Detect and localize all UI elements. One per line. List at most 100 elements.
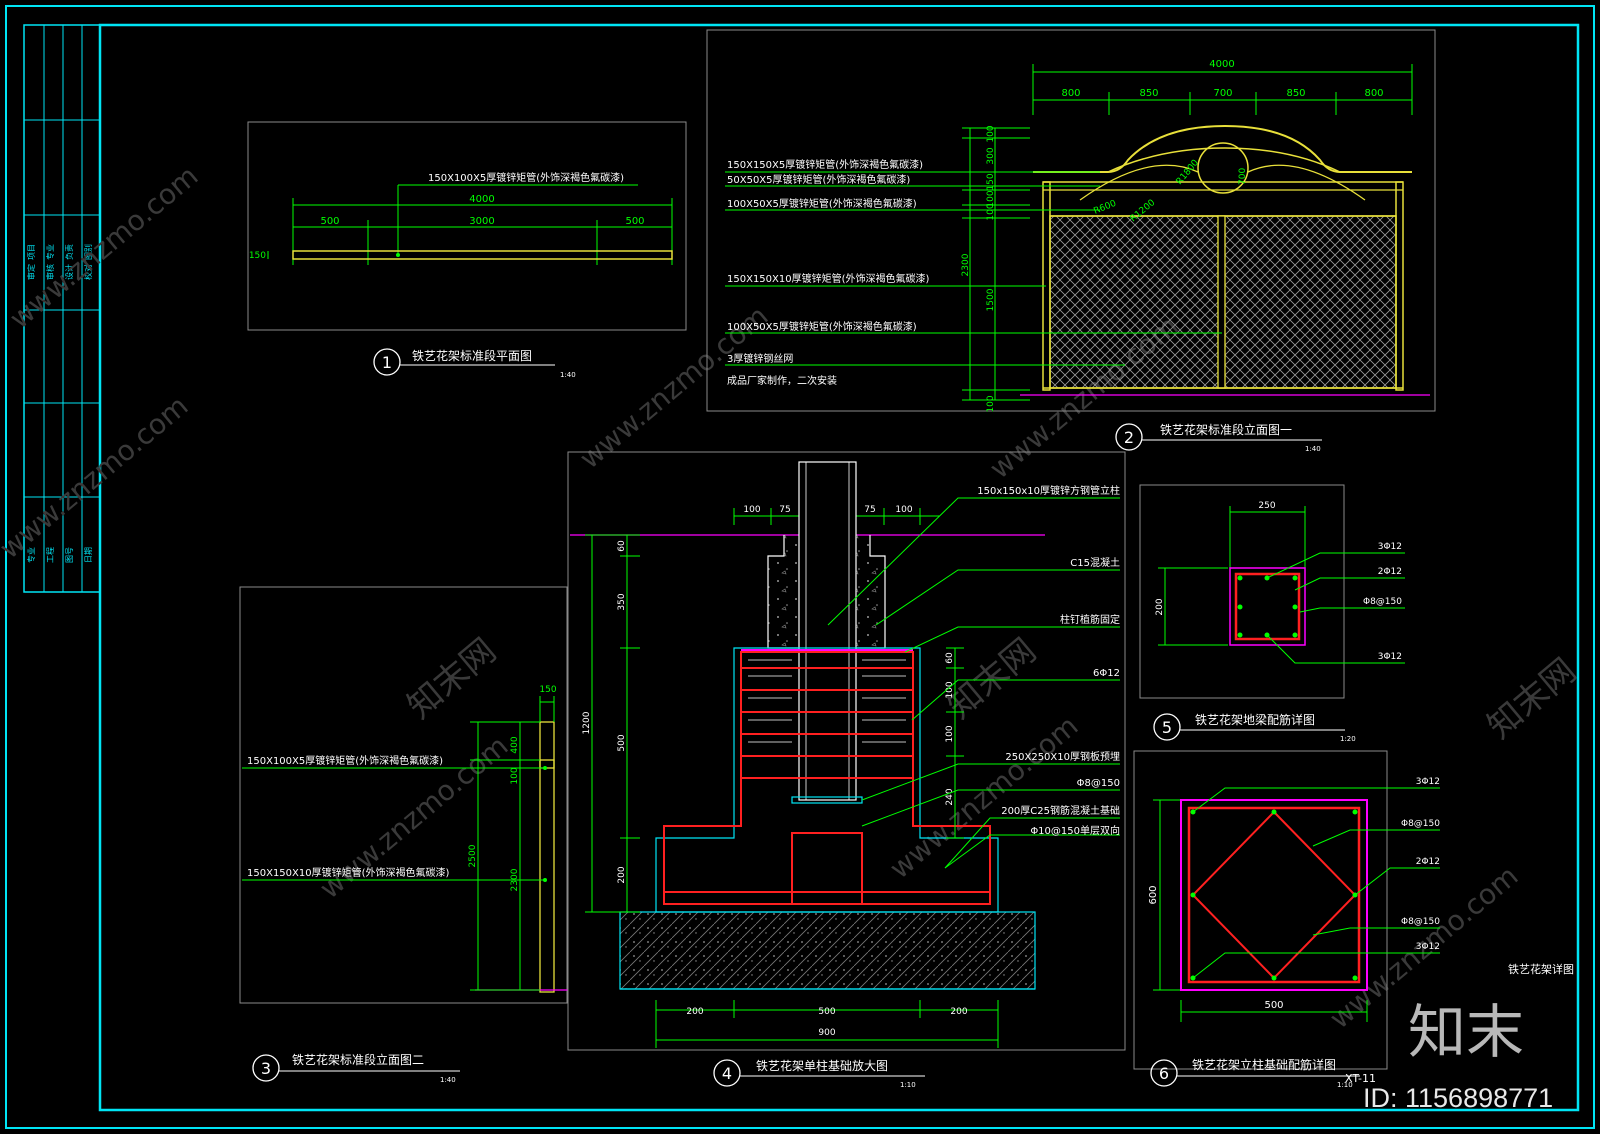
dwg2-dim-seg-5: 800 bbox=[1364, 88, 1383, 99]
title-block-cell: 校对 bbox=[83, 264, 93, 280]
dwg2-dim-seg-3: 700 bbox=[1213, 88, 1232, 99]
dwg2-dim-seg-2: 850 bbox=[1139, 88, 1158, 99]
dwg4-dim-bottom-1: 200 bbox=[686, 1007, 703, 1017]
dwg2-dim-v-4: 100 bbox=[986, 190, 996, 207]
dwg4-dim-top-2: 75 bbox=[779, 505, 790, 515]
dwg4-dim-left-2: 350 bbox=[617, 593, 627, 610]
dwg4-title: 铁艺花架单柱基础放大图 bbox=[756, 1058, 888, 1073]
dwg6-dim-w: 500 bbox=[1264, 1000, 1283, 1011]
dwg4-label-2: C15混凝土 bbox=[1070, 556, 1120, 569]
dwg2-dim-v-8: 100 bbox=[986, 395, 996, 412]
dwg5-dim-w: 250 bbox=[1258, 501, 1275, 511]
drawing-5-ground-beam: 250 200 3Φ12 2Φ12 Φ8@150 3Φ12 5 铁艺花架地梁配筋… bbox=[1139, 484, 1405, 743]
dwg5-dim-h: 200 bbox=[1155, 598, 1165, 615]
dwg5-scale: 1:20 bbox=[1340, 735, 1356, 743]
dwg4-dim-left-3: 500 bbox=[617, 734, 627, 751]
dwg2-arc-r1: R600 bbox=[1092, 199, 1118, 217]
dwg5-label-4: 3Φ12 bbox=[1378, 652, 1402, 662]
dwg4-label-3: 柱钉植筋固定 bbox=[1060, 613, 1120, 626]
dwg1-dim-side: 150 bbox=[249, 251, 266, 261]
dwg2-label-7: 成品厂家制作，二次安装 bbox=[727, 374, 837, 387]
dwg3-dim-v-3: 2500 bbox=[468, 844, 478, 867]
dwg4-dim-left-5: 200 bbox=[617, 866, 627, 883]
section-note: 铁艺花架详图 bbox=[1508, 962, 1574, 976]
dwg4-label-7: 200厚C25钢筋混凝土基础 bbox=[1001, 804, 1120, 817]
title-block-cell: 负责 bbox=[64, 244, 74, 260]
title-block-cell: 专业 bbox=[26, 547, 36, 563]
title-block-cell: 专业 bbox=[45, 244, 55, 260]
dwg6-number: 6 bbox=[1159, 1064, 1169, 1083]
dwg4-label-1: 150x150x10厚镀锌方钢管立柱 bbox=[977, 484, 1120, 497]
dwg6-label-5: 3Φ12 bbox=[1416, 942, 1440, 952]
dwg2-dim-v-2: 300 bbox=[986, 147, 996, 164]
dwg4-dim-top-4: 75 bbox=[864, 505, 875, 515]
dwg6-label-2: Φ8@150 bbox=[1401, 819, 1440, 829]
dwg4-dim-right-4: 240 bbox=[945, 788, 955, 805]
watermark-brand-1: 知末网 bbox=[400, 631, 504, 727]
dwg2-label-1: 150X150X5厚镀锌矩管(外饰深褐色氟碳漆) bbox=[727, 158, 923, 171]
title-block-cells: 审定审核设计校对专业工程图号日期项目专业负责图别 bbox=[26, 244, 93, 563]
title-block-cell: 审定 bbox=[26, 264, 36, 280]
dwg4-label-5: 250X250X10厚钢板预埋 bbox=[1005, 750, 1120, 763]
dwg5-label-1: 3Φ12 bbox=[1378, 542, 1402, 552]
dwg1-dim-total: 4000 bbox=[469, 194, 494, 205]
dwg3-dim-top: 150 bbox=[539, 685, 556, 695]
watermark-site-7: www.znzmo.com bbox=[0, 389, 194, 565]
title-block-cell: 日期 bbox=[84, 547, 93, 563]
dwg1-annotation: 150X100X5厚镀锌矩管(外饰深褐色氟碳漆) bbox=[428, 171, 624, 184]
sheet-number: XT-11 bbox=[1345, 1072, 1376, 1085]
dwg2-dim-v-5: 2300 bbox=[961, 253, 971, 276]
dwg2-circle-dim: 700 bbox=[1238, 168, 1248, 185]
dwg6-label-1: 3Φ12 bbox=[1416, 777, 1440, 787]
title-block-cell: 图号 bbox=[65, 547, 74, 563]
dwg3-number: 3 bbox=[261, 1059, 271, 1078]
dwg2-label-5: 100X50X5厚镀锌矩管(外饰深褐色氟碳漆) bbox=[727, 320, 917, 333]
dwg2-dim-seg-4: 850 bbox=[1286, 88, 1305, 99]
watermark-logo: 知末 bbox=[1408, 1000, 1524, 1065]
dwg6-label-4: Φ8@150 bbox=[1401, 917, 1440, 927]
title-block: 审定审核设计校对专业工程图号日期项目专业负责图别 bbox=[23, 24, 101, 593]
dwg4-dim-left-4: 1200 bbox=[582, 711, 592, 734]
dwg5-number: 5 bbox=[1162, 718, 1172, 737]
dwg1-dim-left: 500 bbox=[320, 216, 339, 227]
dwg4-dim-bottom-2: 500 bbox=[818, 1007, 835, 1017]
dwg4-dim-right-3: 100 bbox=[945, 725, 955, 742]
drawing-3-elevation: 150 100 400 2500 2300 150X100X5厚镀锌矩管(外饰深… bbox=[239, 586, 568, 1084]
title-block-cell: 审核 bbox=[45, 264, 55, 280]
dwg2-label-4: 150X150X10厚镀锌矩管(外饰深褐色氟碳漆) bbox=[727, 272, 930, 285]
dwg1-dim-right: 500 bbox=[625, 216, 644, 227]
dwg2-label-6: 3厚镀锌钢丝网 bbox=[727, 352, 793, 365]
title-block-cell: 项目 bbox=[27, 244, 36, 260]
drawing-6-footing-plan: 600 500 3Φ12 Φ8@150 2Φ12 Φ8@150 3Φ12 6 bbox=[1133, 750, 1440, 1089]
dwg2-dim-v-7: 100 bbox=[986, 203, 996, 220]
dwg2-dim-v-1: 100 bbox=[986, 125, 996, 142]
dwg3-title: 铁艺花架标准段立面图二 bbox=[292, 1052, 424, 1067]
dwg4-dim-bottom-3: 200 bbox=[950, 1007, 967, 1017]
dwg4-scale: 1:10 bbox=[900, 1081, 916, 1089]
dwg1-title: 铁艺花架标准段平面图 bbox=[412, 348, 532, 363]
dwg4-dim-top-5: 100 bbox=[895, 505, 912, 515]
dwg4-dim-right-2: 100 bbox=[945, 681, 955, 698]
dwg2-label-3: 100X50X5厚镀锌矩管(外饰深褐色氟碳漆) bbox=[727, 197, 917, 210]
dwg6-scale: 1:10 bbox=[1337, 1081, 1353, 1089]
dwg1-scale: 1:40 bbox=[560, 371, 576, 379]
dwg3-label-2: 150X150X10厚镀锌矩管(外饰深褐色氟碳漆) bbox=[247, 866, 450, 879]
watermark-id: ID: 1156898771 bbox=[1363, 1083, 1553, 1113]
dwg6-dim-h: 600 bbox=[1148, 885, 1159, 904]
dwg2-scale: 1:40 bbox=[1305, 445, 1321, 453]
watermark-brand-3: 知末网 bbox=[1480, 651, 1584, 747]
dwg1-number: 1 bbox=[382, 353, 392, 372]
title-block-cell: 工程 bbox=[46, 547, 55, 563]
dwg5-label-3: Φ8@150 bbox=[1363, 597, 1402, 607]
dwg2-number: 2 bbox=[1124, 428, 1134, 447]
dwg3-scale: 1:40 bbox=[440, 1076, 456, 1084]
dwg4-dim-left-1: 60 bbox=[617, 540, 627, 552]
drawing-2-elevation: 4000 800 850 700 850 800 100 300 150 100… bbox=[706, 29, 1436, 453]
dwg3-label-1: 150X100X5厚镀锌矩管(外饰深褐色氟碳漆) bbox=[247, 754, 443, 767]
dwg4-dim-top-1: 100 bbox=[743, 505, 760, 515]
dwg4-label-4: 6Φ12 bbox=[1093, 668, 1120, 679]
drawing-1-plan: 150X100X5厚镀锌矩管(外饰深褐色氟碳漆) 4000 500 3000 5… bbox=[247, 121, 687, 379]
drawing-4-footing: 100 75 150 75 100 bbox=[567, 451, 1126, 1089]
title-block-cell: 设计 bbox=[64, 264, 74, 280]
